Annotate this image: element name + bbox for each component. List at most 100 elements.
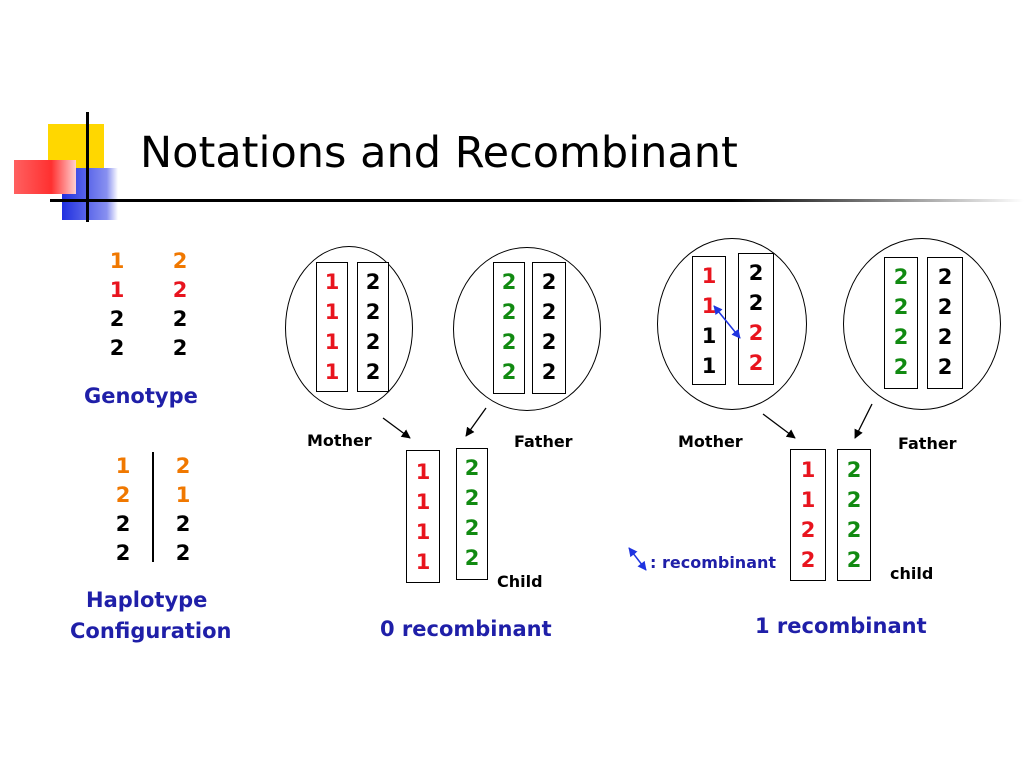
recombinant-legend-icon (628, 547, 647, 571)
allele-value: 2 (541, 330, 557, 354)
allele-value: 1 (701, 294, 717, 318)
allele-value: 1 (800, 458, 816, 482)
genotype-label: Genotype (84, 384, 198, 408)
allele-value: 1 (701, 264, 717, 288)
allele-value: 2 (464, 546, 480, 570)
caption-0: 0 recombinant (380, 617, 552, 641)
father-chromosome-b-1: 2 2 2 2 (927, 257, 963, 389)
allele-value: 2 (846, 488, 862, 512)
allele-value: 2 (893, 295, 909, 319)
allele-value: 2 (172, 307, 188, 331)
logo-square-red (14, 160, 76, 194)
allele-value: 2 (172, 336, 188, 360)
allele-value: 2 (501, 330, 517, 354)
father-circle-1 (843, 238, 1001, 410)
allele-value: 1 (109, 278, 125, 302)
allele-value: 1 (415, 520, 431, 544)
allele-value: 2 (109, 307, 125, 331)
arrow-father-to-child-0 (465, 407, 487, 437)
allele-value: 1 (109, 249, 125, 273)
allele-value: 1 (415, 550, 431, 574)
allele-value: 2 (365, 360, 381, 384)
allele-value: 1 (800, 488, 816, 512)
allele-value: 2 (541, 270, 557, 294)
allele-value: 2 (748, 321, 764, 345)
allele-value: 2 (464, 456, 480, 480)
mother-chromosome-a-0: 1 1 1 1 (316, 262, 348, 392)
allele-value: 2 (175, 512, 191, 536)
allele-value: 2 (893, 355, 909, 379)
allele-value: 2 (365, 330, 381, 354)
haplotype-divider (152, 452, 154, 562)
page-title: Notations and Recombinant (140, 128, 738, 178)
arrow-mother-to-child-1 (762, 413, 796, 439)
arrow-father-to-child-1 (854, 403, 873, 439)
child-chromosome-a-1: 1 1 2 2 (790, 449, 826, 581)
allele-value: 2 (800, 518, 816, 542)
genotype-left-column: 1 1 2 2 (107, 247, 127, 363)
allele-value: 2 (846, 518, 862, 542)
allele-value: 1 (324, 270, 340, 294)
haplotype-label-line1: Haplotype (86, 588, 208, 612)
allele-value: 2 (937, 325, 953, 349)
allele-value: 2 (115, 483, 131, 507)
allele-value: 2 (172, 278, 188, 302)
title-underline (50, 199, 1024, 202)
father-label-0: Father (514, 432, 573, 451)
father-chromosome-a-0: 2 2 2 2 (493, 262, 525, 394)
allele-value: 2 (175, 454, 191, 478)
child-label-0: Child (497, 572, 543, 591)
mother-label-1: Mother (678, 432, 743, 451)
allele-value: 2 (846, 458, 862, 482)
allele-value: 2 (464, 516, 480, 540)
allele-value: 2 (541, 360, 557, 384)
father-label-1: Father (898, 434, 957, 453)
allele-value: 1 (324, 330, 340, 354)
allele-value: 2 (937, 265, 953, 289)
allele-value: 2 (748, 291, 764, 315)
allele-value: 2 (172, 249, 188, 273)
allele-value: 1 (415, 490, 431, 514)
allele-value: 1 (324, 300, 340, 324)
recombinant-crossover-icon (713, 305, 741, 339)
allele-value: 2 (541, 300, 557, 324)
child-chromosome-b-1: 2 2 2 2 (837, 449, 871, 581)
allele-value: 2 (748, 261, 764, 285)
allele-value: 2 (800, 548, 816, 572)
caption-1: 1 recombinant (755, 614, 927, 638)
allele-value: 2 (501, 300, 517, 324)
genotype-right-column: 2 2 2 2 (170, 247, 190, 363)
allele-value: 1 (415, 460, 431, 484)
recombinant-legend-label: : recombinant (650, 553, 777, 572)
allele-value: 1 (701, 324, 717, 348)
allele-value: 2 (175, 541, 191, 565)
title-vertical-rule (86, 112, 89, 222)
mother-circle-0 (285, 246, 413, 410)
allele-value: 2 (464, 486, 480, 510)
allele-value: 1 (175, 483, 191, 507)
allele-value: 1 (701, 354, 717, 378)
haplotype-right-column: 2 1 2 2 (173, 452, 193, 568)
mother-chromosome-b-1: 2 2 2 2 (738, 253, 774, 385)
allele-value: 2 (846, 548, 862, 572)
father-circle-0 (453, 247, 601, 411)
mother-label-0: Mother (307, 431, 372, 450)
allele-value: 2 (748, 351, 764, 375)
allele-value: 2 (501, 270, 517, 294)
child-chromosome-b-0: 2 2 2 2 (456, 448, 488, 580)
allele-value: 2 (501, 360, 517, 384)
arrow-mother-to-child-0 (382, 417, 411, 439)
allele-value: 2 (115, 541, 131, 565)
allele-value: 1 (324, 360, 340, 384)
child-chromosome-a-0: 1 1 1 1 (406, 450, 440, 583)
haplotype-label-line2: Configuration (70, 619, 232, 643)
allele-value: 2 (109, 336, 125, 360)
allele-value: 1 (115, 454, 131, 478)
allele-value: 2 (937, 295, 953, 319)
allele-value: 2 (937, 355, 953, 379)
allele-value: 2 (893, 265, 909, 289)
allele-value: 2 (365, 300, 381, 324)
